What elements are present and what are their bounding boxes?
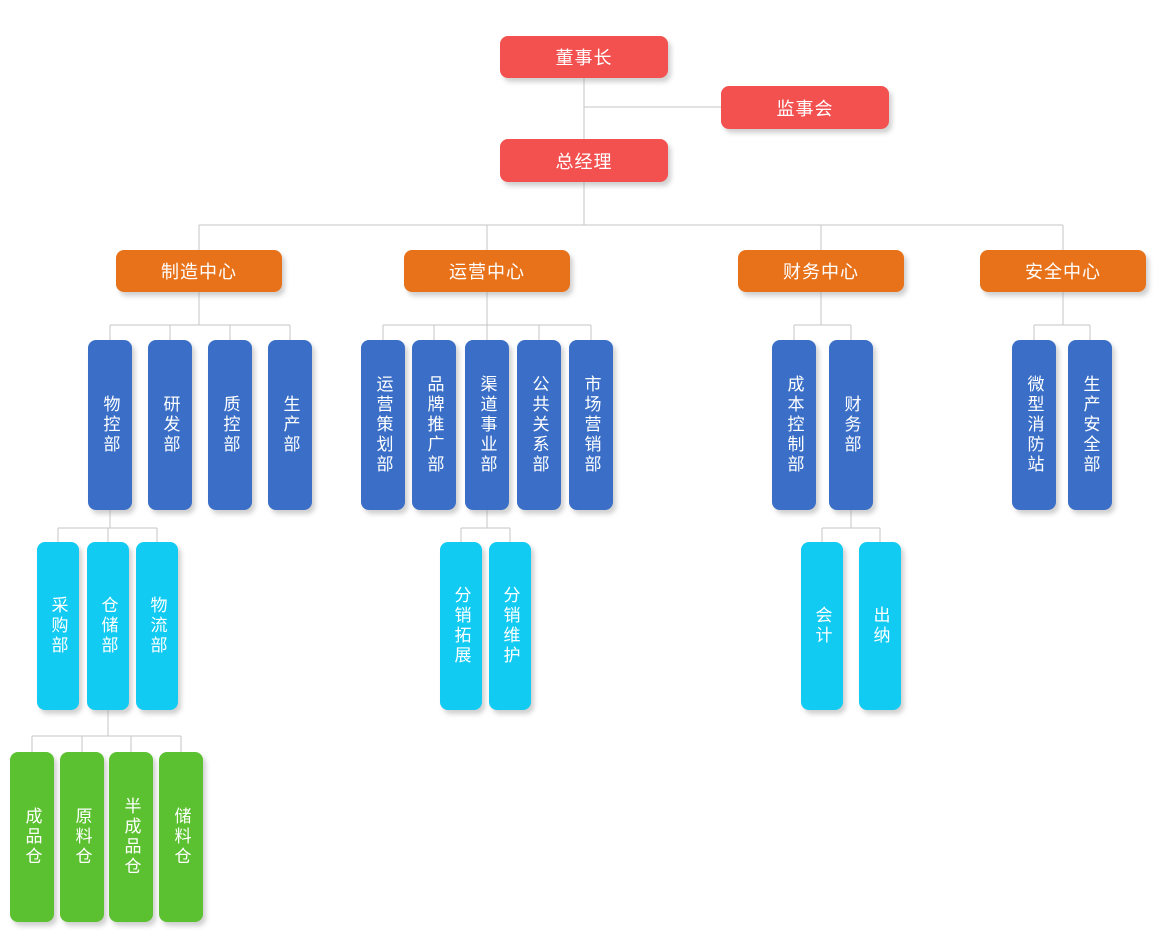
node-label: 品牌推广部 [423,375,444,475]
node-label: 生产安全部 [1079,375,1100,475]
node-label: 财务部 [840,395,861,455]
node-label: 采购部 [47,596,68,656]
node-rnd[interactable]: 研发部 [148,340,192,510]
node-label: 仓储部 [97,596,118,656]
node-supervisory-board[interactable]: 监事会 [721,86,889,129]
node-label: 成本控制部 [783,375,804,475]
node-brand-promotion[interactable]: 品牌推广部 [412,340,456,510]
node-label: 安全中心 [1025,262,1101,283]
node-label: 总经理 [555,151,613,173]
node-finance-center[interactable]: 财务中心 [738,250,904,292]
node-semi-finished-warehouse[interactable]: 半成品仓 [109,752,153,922]
node-finished-goods-warehouse[interactable]: 成品仓 [10,752,54,922]
node-label: 公共关系部 [528,375,549,475]
node-finance-dept[interactable]: 财务部 [829,340,873,510]
node-label: 生产部 [279,395,300,455]
node-marketing[interactable]: 市场营销部 [569,340,613,510]
node-label: 研发部 [159,395,180,455]
node-purchasing[interactable]: 采购部 [37,542,79,710]
node-cashier[interactable]: 出纳 [859,542,901,710]
node-production[interactable]: 生产部 [268,340,312,510]
node-public-relations[interactable]: 公共关系部 [517,340,561,510]
node-label: 出纳 [869,606,890,646]
node-label: 董事长 [555,48,613,69]
node-label: 分销拓展 [450,586,471,666]
node-label: 渠道事业部 [476,375,497,475]
node-label: 制造中心 [161,262,237,283]
node-channel-business[interactable]: 渠道事业部 [465,340,509,510]
node-label: 物流部 [146,596,167,656]
node-label: 市场营销部 [580,375,601,475]
node-accounting[interactable]: 会计 [801,542,843,710]
node-micro-fire-station[interactable]: 微型消防站 [1012,340,1056,510]
node-label: 半成品仓 [120,797,141,877]
node-label: 物控部 [99,395,120,455]
node-logistics[interactable]: 物流部 [136,542,178,710]
node-label: 分销维护 [499,586,520,666]
node-quality-control[interactable]: 质控部 [208,340,252,510]
node-chairman[interactable]: 董事长 [500,36,668,78]
node-production-safety[interactable]: 生产安全部 [1068,340,1112,510]
node-operations-planning[interactable]: 运营策划部 [361,340,405,510]
node-cost-control[interactable]: 成本控制部 [772,340,816,510]
node-label: 运营策划部 [372,375,393,475]
node-operations-center[interactable]: 运营中心 [404,250,570,292]
node-manufacturing-center[interactable]: 制造中心 [116,250,282,292]
node-stock-warehouse[interactable]: 储料仓 [159,752,203,922]
node-raw-materials-warehouse[interactable]: 原料仓 [60,752,104,922]
node-label: 质控部 [219,395,240,455]
node-label: 运营中心 [449,262,525,283]
node-label: 财务中心 [783,262,859,283]
node-label: 原料仓 [71,807,92,867]
node-label: 微型消防站 [1023,375,1044,475]
node-label: 成品仓 [21,807,42,867]
node-label: 会计 [811,606,832,646]
node-label: 储料仓 [170,807,191,867]
node-warehousing[interactable]: 仓储部 [87,542,129,710]
node-label: 监事会 [776,98,834,120]
node-distribution-maintenance[interactable]: 分销维护 [489,542,531,710]
node-materials-control[interactable]: 物控部 [88,340,132,510]
node-distribution-expansion[interactable]: 分销拓展 [440,542,482,710]
node-general-manager[interactable]: 总经理 [500,139,668,182]
node-safety-center[interactable]: 安全中心 [980,250,1146,292]
